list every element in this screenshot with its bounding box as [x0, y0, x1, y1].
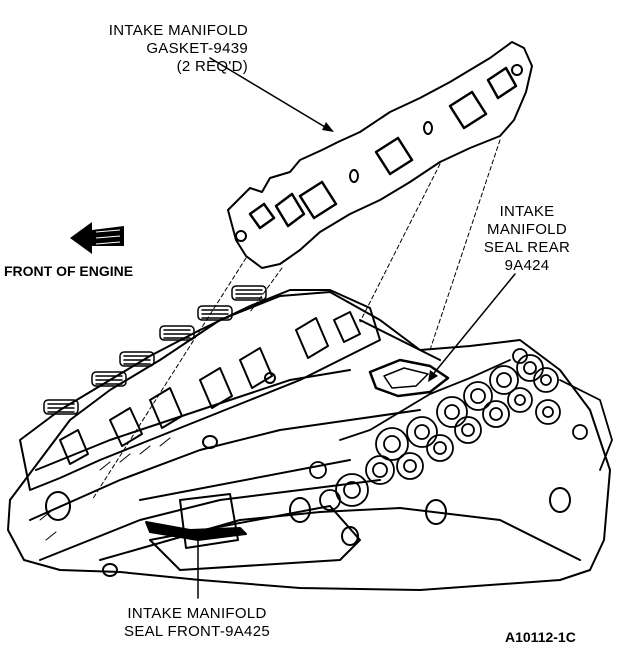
alignment-lines [91, 139, 501, 501]
valve-springs-left [43, 285, 267, 415]
intake-manifold-gasket [227, 41, 533, 269]
valve-train-right [309, 348, 613, 511]
seal-front-callout-label: INTAKE MANIFOLD SEAL FRONT-9A425 [82, 605, 312, 641]
seal-rear-label-line2: MANIFOLD [487, 221, 567, 238]
seal-rear-label-line3: SEAL REAR [483, 239, 571, 256]
callout-arrowheads [322, 122, 438, 382]
intake-manifold-seal-rear [368, 358, 450, 398]
intake-manifold-seal-front [145, 521, 247, 541]
callout-lines [197, 57, 516, 599]
seal-front-label-line2: SEAL FRONT-9A425 [124, 623, 270, 640]
seal-rear-label-line4: 9A424 [504, 257, 550, 274]
gasket-label-line3: (2 REQ'D) [176, 58, 248, 75]
figure-code: A10112-1C [505, 629, 576, 645]
gasket-callout-label: INTAKE MANIFOLD GASKET-9439 (2 REQ'D) [8, 22, 248, 76]
gasket-label-line1: INTAKE MANIFOLD [108, 22, 248, 39]
shading-hatch [39, 437, 171, 541]
left-arrow-icon [70, 222, 124, 254]
engine-block [7, 291, 611, 591]
seal-rear-callout-label: INTAKE MANIFOLD SEAL REAR 9A424 [452, 203, 602, 275]
seal-rear-label-line1: INTAKE [499, 203, 555, 220]
seal-front-label-line1: INTAKE MANIFOLD [127, 605, 267, 622]
front-of-engine-label: FRONT OF ENGINE [4, 263, 134, 279]
gasket-label-line2: GASKET-9439 [146, 40, 248, 57]
